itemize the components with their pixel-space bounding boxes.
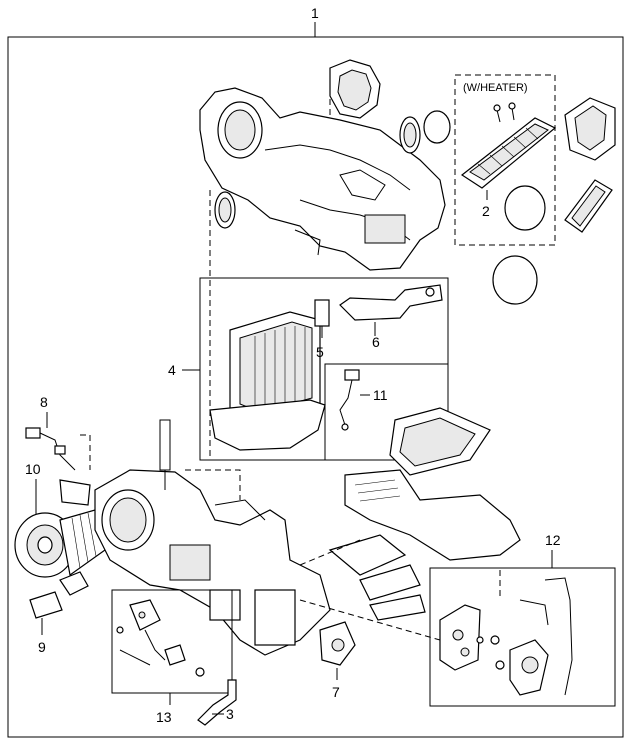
heater-group-box [454, 74, 556, 246]
door-link-kit [439, 577, 573, 696]
temperature-sensor [339, 369, 370, 431]
drain-hose [197, 679, 237, 726]
expansion-valve [314, 299, 330, 338]
evaporator-core [209, 311, 326, 451]
link-kit-box [429, 567, 616, 707]
callout-10: 10 [25, 461, 41, 477]
blower-housing [94, 419, 331, 656]
heater-box-label: (W/HEATER) [463, 82, 528, 94]
callout-12: 12 [545, 532, 561, 548]
callout-3: 3 [226, 706, 234, 722]
blower-resistor [29, 571, 89, 619]
callout-13: 13 [156, 709, 172, 725]
duct-ring-gaskets [214, 59, 451, 229]
callout-5: 5 [316, 344, 324, 360]
callout-1: 1 [311, 5, 319, 21]
callout-8: 8 [40, 394, 48, 410]
evaporator-pipe [339, 284, 443, 336]
mode-actuator [319, 621, 356, 666]
callout-9: 9 [38, 639, 46, 655]
callout-4: 4 [168, 362, 176, 378]
blower-motor [14, 479, 106, 578]
callout-7: 7 [332, 684, 340, 700]
callout-6: 6 [372, 334, 380, 350]
distribution-duct [328, 407, 521, 621]
small-link-kit [116, 599, 205, 677]
callout-11: 11 [373, 387, 388, 403]
upper-heater-housing [199, 87, 446, 271]
wiring-harness [25, 427, 76, 471]
callout-2: 2 [482, 203, 490, 219]
heater-seals [492, 97, 616, 305]
heater-core [460, 102, 557, 189]
